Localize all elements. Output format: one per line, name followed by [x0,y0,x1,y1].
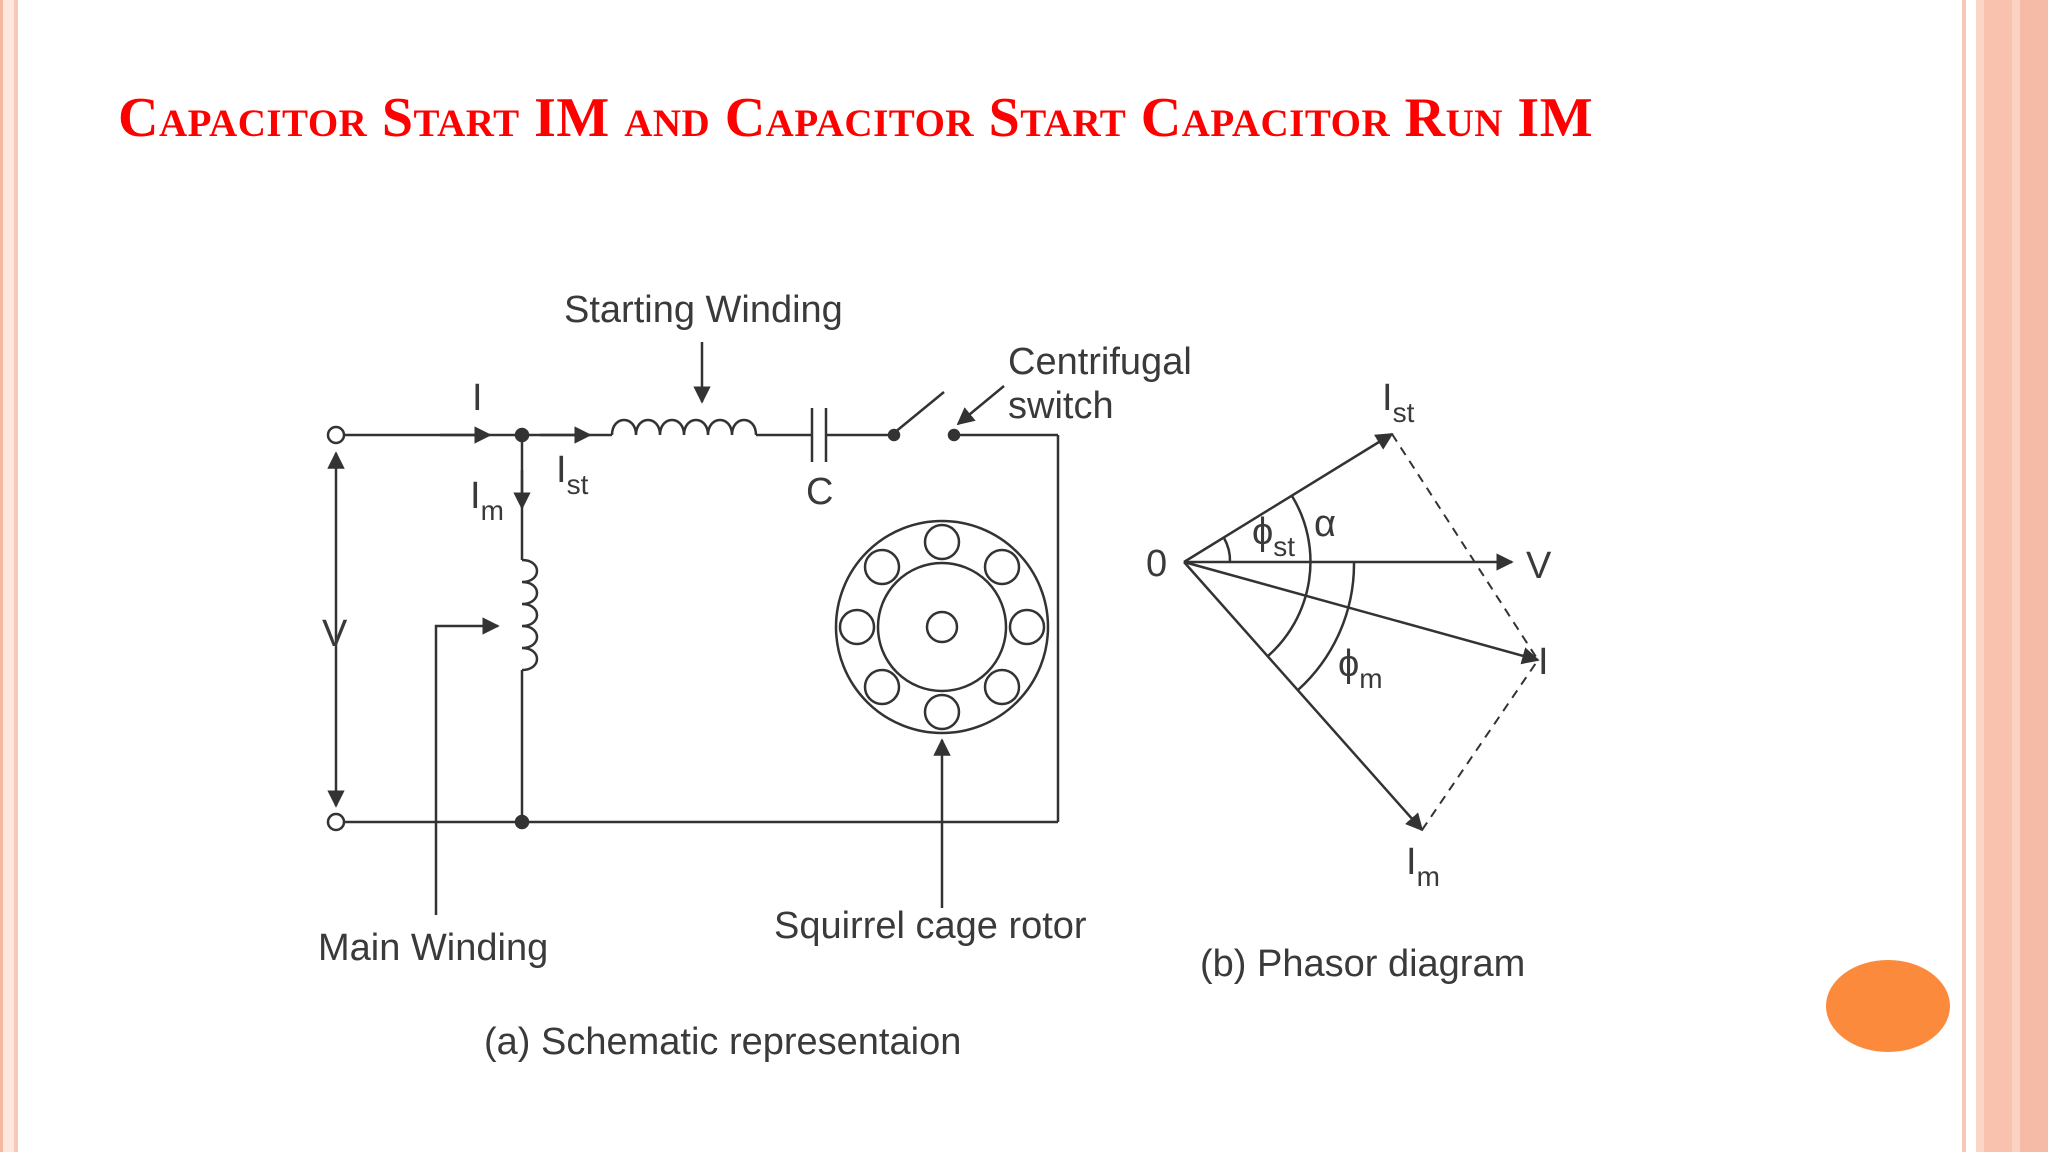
label-V: V [1526,545,1552,587]
label-centrifugal: Centrifugal [1008,341,1192,383]
arc-phi-m [1297,561,1356,691]
rotor-outer [834,519,1050,735]
centrifugal-switch-pointer [956,385,1005,426]
phasor-Ist [1183,432,1394,564]
rotor-bars [838,523,1046,731]
arc-small [1222,537,1232,563]
terminal-bottom [326,812,346,832]
label-phi-st: ϕst [1252,511,1295,562]
label-Ist: Ist [1382,377,1415,428]
phasor-I [1183,560,1540,665]
label-origin: 0 [1146,543,1167,585]
right-border [1962,0,2048,1152]
schematic-labels: Starting Winding Centrifugal switch I Is… [318,289,1192,1063]
junction-top [514,427,530,443]
phasor-diagram [1183,432,1540,832]
label-I: I [1538,641,1549,683]
phasor-labels: 0 V I Ist Im ϕst α ϕm (b) Phasor diagram [1146,377,1552,985]
arc-alpha [1267,495,1312,657]
starting-winding-coil [610,418,758,436]
dashed-Im-to-I [1421,659,1539,831]
dashed-Ist-to-I [1391,433,1539,661]
label-current-Ist: Ist [556,449,589,500]
terminal-top [326,425,346,445]
label-main-winding: Main Winding [318,927,548,969]
label-rotor: Squirrel cage rotor [774,905,1087,947]
centrifugal-switch-blade [893,391,945,434]
left-border [0,0,18,1152]
label-current-I: I [472,377,483,419]
main-winding-pointer [434,617,500,915]
label-starting-winding: Starting Winding [564,289,843,331]
phasor-Im [1183,561,1424,832]
orange-dot [1826,960,1950,1052]
switch-contact-right [947,428,961,442]
rotor-shaft [925,610,959,644]
label-Im: Im [1406,841,1440,892]
rotor-inner [876,561,1008,693]
switch-contact-left [887,428,901,442]
label-phi-m: ϕm [1338,643,1383,694]
label-voltage: V [322,613,348,655]
label-current-Im: Im [470,475,504,526]
junction-bottom [514,814,530,830]
label-switch: switch [1008,385,1114,427]
slide-title: Capacitor Start IM and Capacitor Start C… [118,87,1594,149]
label-capacitor: C [806,471,833,513]
caption-schematic: (a) Schematic representaion [484,1021,961,1063]
label-alpha: α [1314,503,1336,545]
main-winding-coil [521,558,539,672]
schematic [326,342,1060,915]
caption-phasor: (b) Phasor diagram [1200,943,1525,985]
